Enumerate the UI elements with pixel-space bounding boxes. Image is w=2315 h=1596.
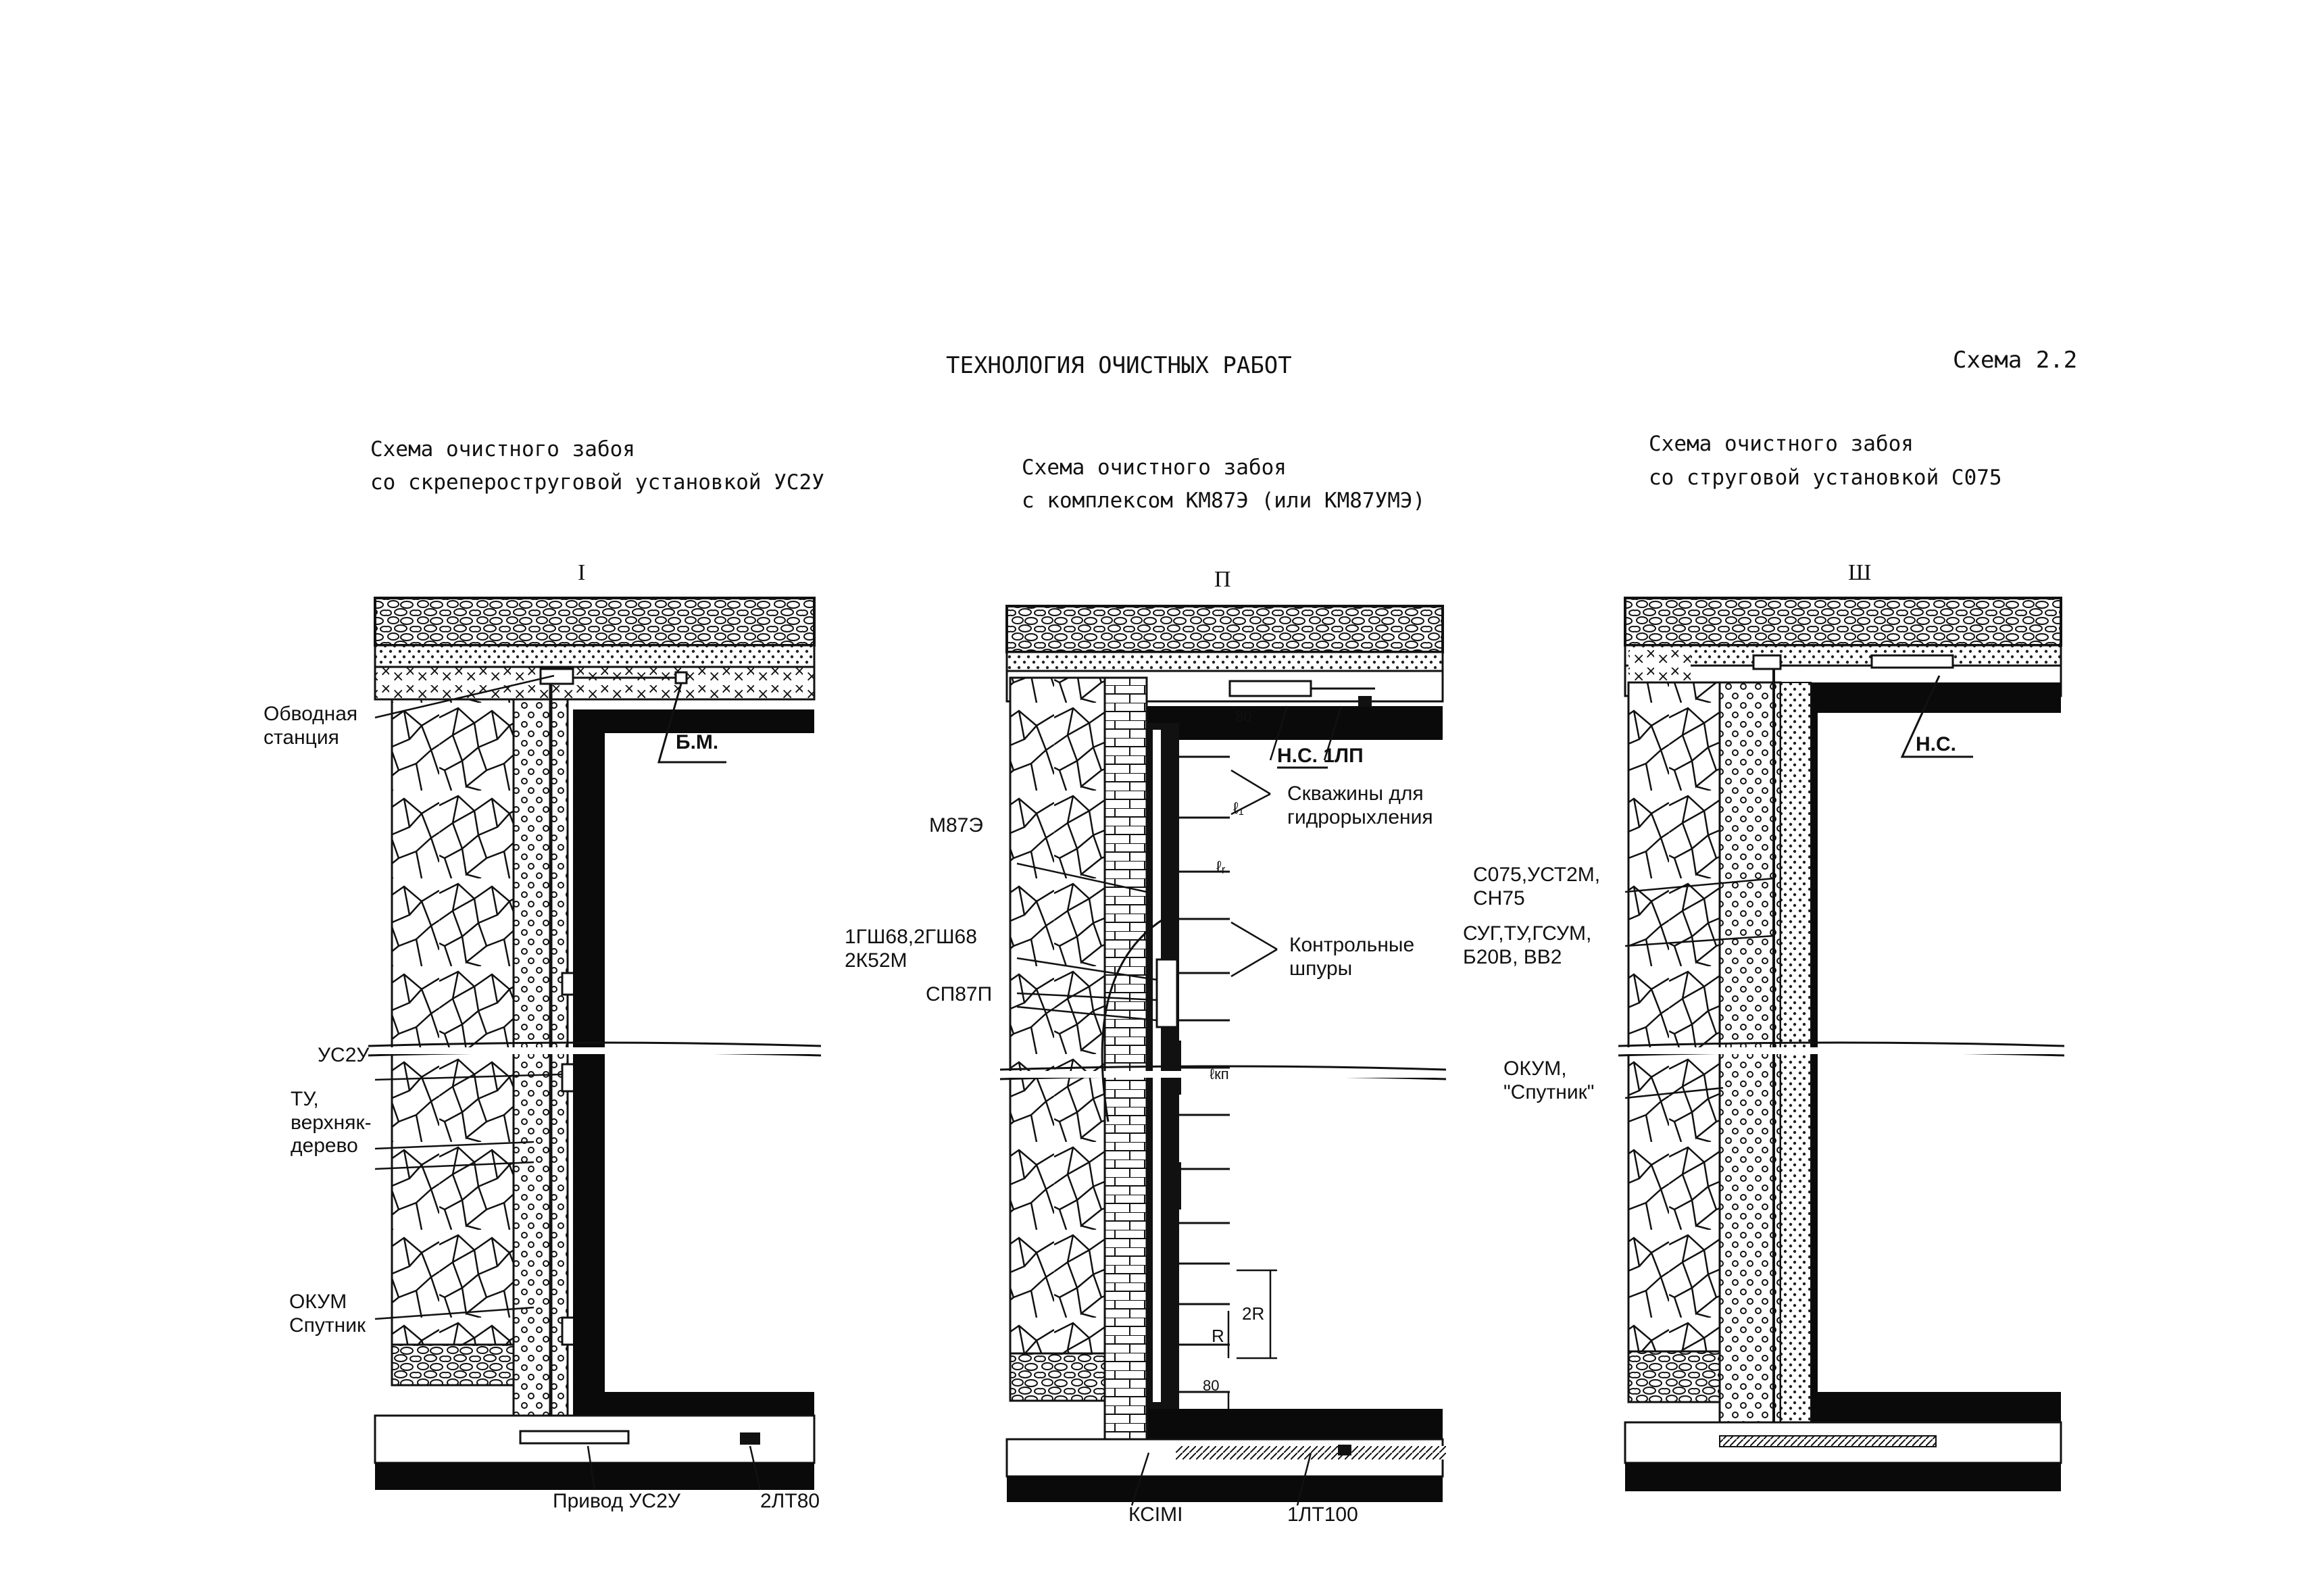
support-zone-1	[512, 698, 569, 1417]
roof-rock-1	[374, 597, 816, 647]
dim-r: R	[1212, 1326, 1224, 1346]
label-ns-2: Н.С. 1ЛП	[1277, 745, 1364, 767]
dim-2r: 2R	[1242, 1303, 1265, 1324]
panel-1-caption-line2: со скрепероструговой установкой УС2У	[370, 470, 824, 495]
dim-lr: ℓᵣ	[1216, 858, 1226, 876]
panel-1-numeral: I	[578, 560, 586, 585]
label-okum-3: ОКУМ, "Спутник"	[1503, 1057, 1595, 1103]
upper-gallery-1	[374, 644, 816, 668]
panel-1-caption-line1: Схема очистного забоя	[370, 437, 635, 462]
dim-l1: ℓ₁	[1233, 799, 1244, 818]
shearer-2	[1155, 958, 1178, 1028]
powered-support-2	[1103, 676, 1148, 1495]
dim-lkn: ℓкп	[1210, 1066, 1229, 1082]
roof-rock-3	[1624, 597, 2062, 647]
label-drive-us2u: Привод УС2У	[553, 1490, 680, 1512]
label-m87e: М87Э	[929, 814, 983, 837]
panel-2-drawing	[999, 605, 1447, 1506]
scheme-number: Схема 2.2	[1953, 347, 2078, 374]
label-bm: Б.М.	[676, 731, 719, 753]
dim-80-bottom: 80	[1203, 1377, 1220, 1394]
goaf-2	[1009, 676, 1106, 1355]
label-combines: 1ГШ68,2ГШ68 2К52М	[845, 926, 977, 972]
roof-rock-2	[1005, 605, 1444, 653]
goaf-3	[1627, 681, 1721, 1353]
label-tu-wood: ТУ, верхняк- дерево	[291, 1088, 372, 1157]
label-ns-3: Н.С.	[1916, 733, 1956, 755]
drill-holes	[1179, 755, 1230, 1393]
panel-2-caption-line1: Схема очистного забоя	[1022, 455, 1287, 480]
label-ksimi: КСIМI	[1128, 1503, 1183, 1526]
label-conveyor-2: 1ЛТ100	[1287, 1503, 1358, 1526]
panel-3-numeral: Ш	[1848, 560, 1872, 585]
panel-2-caption-line2: с комплексом КМ87Э (или КМ87УМЭ)	[1022, 489, 1426, 513]
panel-2-numeral: П	[1214, 567, 1231, 592]
panel-3-caption-line2: со струговой установкой С075	[1649, 466, 2002, 490]
label-plow: С075,УСТ2М, СН75	[1473, 864, 1601, 909]
panel-3-drawing	[1618, 597, 2068, 1491]
label-wells: Скважины для гидрорыхления	[1287, 782, 1433, 828]
label-support: СУГ,ТУ,ГСУМ, Б20В, ВВ2	[1463, 922, 1592, 968]
upper-drift-1	[374, 666, 816, 701]
panel-1-drawing	[368, 597, 822, 1491]
label-control-holes: Контрольные шпуры	[1289, 934, 1415, 980]
label-okum-1: ОКУМ Спутник	[289, 1291, 366, 1337]
dim-80-top: 80	[1235, 708, 1252, 725]
coal-seam-1	[573, 709, 814, 1416]
label-us2u: УС2У	[318, 1044, 370, 1066]
label-bypass-station: Обводная станция	[264, 703, 358, 749]
page-title: ТЕХНОЛОГИЯ ОЧИСТНЫХ РАБОТ	[946, 352, 1292, 379]
label-conveyor-1: 2ЛТ80	[760, 1490, 820, 1512]
label-sp87p: СП87П	[926, 983, 993, 1005]
goaf-1	[391, 698, 515, 1376]
panel-3-caption-line1: Схема очистного забоя	[1649, 432, 1914, 456]
drive-unit-1	[519, 1430, 630, 1445]
